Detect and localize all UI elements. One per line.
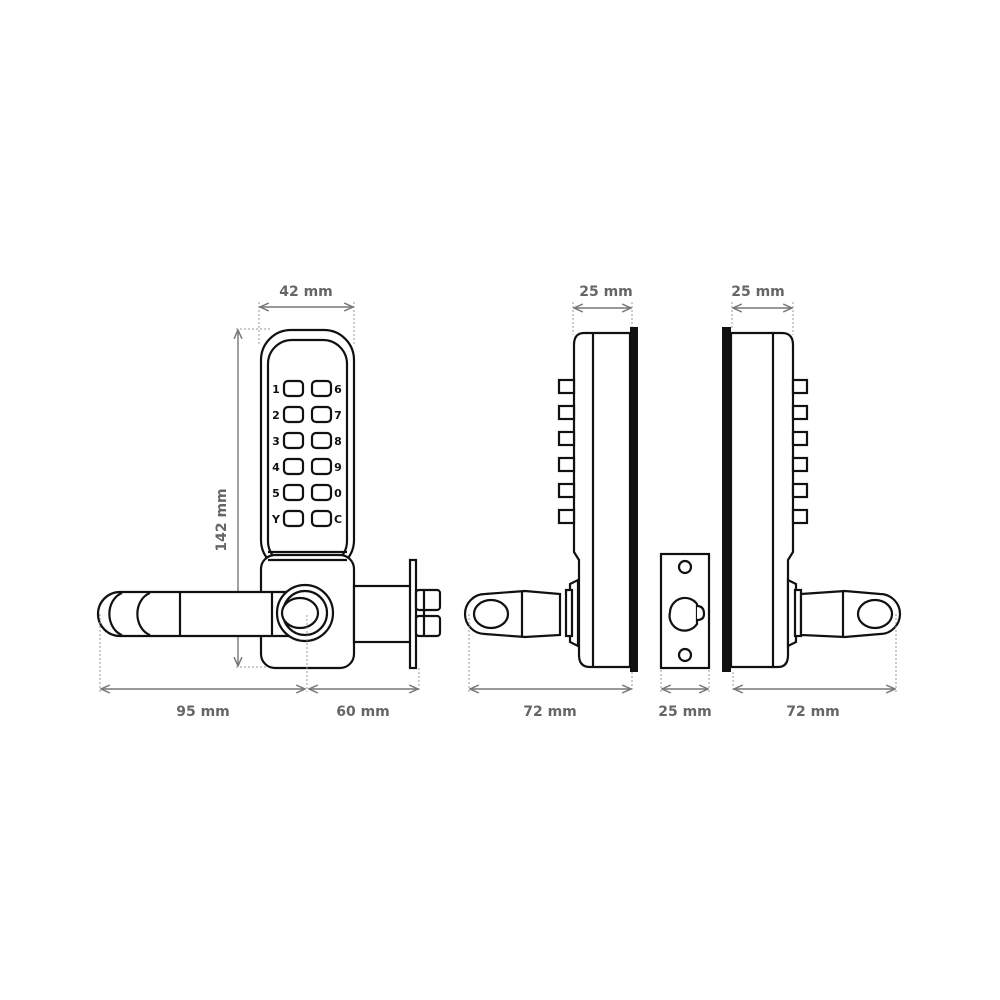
svg-text:5: 5 — [272, 487, 280, 500]
body-depth-label: 25 mm — [731, 284, 785, 300]
height-label: 142 mm — [214, 488, 230, 551]
key-5 — [282, 483, 305, 502]
latch-body — [352, 584, 414, 644]
door-panel — [630, 327, 638, 672]
svg-text:2: 2 — [272, 409, 280, 422]
lever-length-label: 95 mm — [176, 704, 230, 720]
svg-text:Y: Y — [271, 513, 281, 526]
svg-text:6: 6 — [334, 383, 342, 396]
key-0 — [310, 483, 333, 502]
door-panel — [722, 327, 731, 672]
key-2 — [282, 405, 305, 424]
keypad-keys: 1 2 3 4 5 Y 6 7 8 9 0 C — [271, 379, 342, 528]
svg-text:4: 4 — [272, 461, 280, 474]
key-4 — [282, 457, 305, 476]
key-6 — [310, 379, 333, 398]
total-depth-label: 72 mm — [786, 704, 840, 720]
key-8 — [310, 431, 333, 450]
strike-plate: 25 mm — [658, 552, 712, 720]
key-1 — [282, 379, 305, 398]
side-view-right: 25 mm 72 mm — [722, 284, 902, 720]
width-label: 42 mm — [279, 284, 333, 300]
spindle-depth-label: 60 mm — [336, 704, 390, 720]
svg-text:7: 7 — [334, 409, 342, 422]
strike-width-label: 25 mm — [658, 704, 712, 720]
total-depth-label: 72 mm — [523, 704, 577, 720]
svg-text:C: C — [334, 513, 342, 526]
svg-text:3: 3 — [272, 435, 280, 448]
lever-handle — [96, 590, 312, 638]
keypad-body — [259, 328, 356, 572]
side-view-left: 25 mm 72 mm — [463, 284, 638, 720]
latch-faceplate — [408, 558, 418, 670]
key-9 — [310, 457, 333, 476]
key-3 — [282, 431, 305, 450]
key-Y — [282, 509, 305, 528]
side-body — [729, 331, 795, 669]
side-body — [572, 331, 632, 669]
key-C — [310, 509, 333, 528]
body-depth-label: 25 mm — [579, 284, 633, 300]
front-view: 42 mm 142 mm — [96, 284, 442, 720]
svg-text:9: 9 — [334, 461, 342, 474]
svg-text:0: 0 — [334, 487, 342, 500]
svg-text:1: 1 — [272, 383, 280, 396]
svg-text:8: 8 — [334, 435, 342, 448]
key-7 — [310, 405, 333, 424]
